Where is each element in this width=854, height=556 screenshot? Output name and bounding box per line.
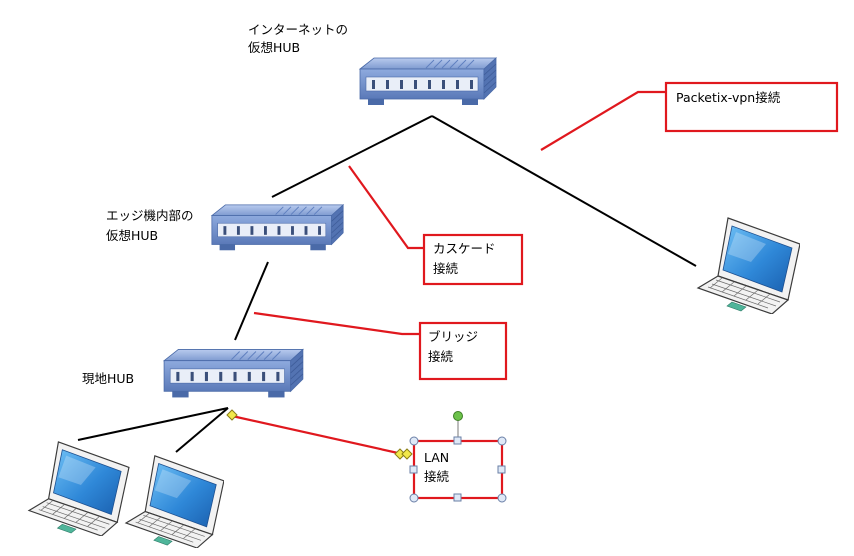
callout-line-lan xyxy=(231,414,399,455)
callout-bridge-line2: 接続 xyxy=(428,349,454,364)
callout-cascade-line2: 接続 xyxy=(433,261,459,276)
callout-box-cascade xyxy=(422,233,524,286)
link-edge-to-local xyxy=(234,261,269,341)
local-hub-icon xyxy=(163,348,304,398)
link-local-to-laptop1 xyxy=(77,407,229,441)
callout-line-packetix xyxy=(540,90,666,151)
callout-box-bridge xyxy=(418,321,508,381)
link-internet-to-edge xyxy=(271,115,433,198)
laptop-icon xyxy=(697,217,800,314)
resize-handle-top-left[interactable] xyxy=(409,436,419,446)
internet-hub-icon xyxy=(359,57,497,106)
edge-hub-label-line2: 仮想HUB xyxy=(106,228,158,243)
callout-cascade-line1: カスケード xyxy=(433,241,496,256)
resize-handle-top[interactable] xyxy=(453,436,462,445)
callout-lan-selected[interactable]: LAN 接続 xyxy=(226,409,507,503)
adjust-handle-connector-b[interactable] xyxy=(401,448,413,460)
edge-hub-label-line1: エッジ機内部の xyxy=(106,208,194,223)
link-internet-to-laptop xyxy=(431,115,697,267)
callout-bridge-line1: ブリッジ xyxy=(428,329,478,344)
resize-handle-bottom[interactable] xyxy=(453,493,462,502)
callout-line-cascade xyxy=(348,165,424,250)
rotation-handle[interactable] xyxy=(453,411,463,421)
callout-line-bridge xyxy=(253,311,420,336)
resize-handle-top-right[interactable] xyxy=(497,436,507,446)
internet-hub-label-line1: インターネットの xyxy=(248,22,348,37)
resize-handle-right[interactable] xyxy=(497,465,506,474)
resize-handle-left[interactable] xyxy=(409,465,418,474)
callout-box-packetix xyxy=(664,81,839,133)
laptop-icon xyxy=(28,441,130,536)
callout-lines xyxy=(231,90,666,455)
callout-lan-line1: LAN xyxy=(424,450,449,465)
network-links xyxy=(77,115,697,453)
internet-hub-label-line2: 仮想HUB xyxy=(248,40,300,55)
local-hub-label: 現地HUB xyxy=(82,371,134,386)
laptop-icon xyxy=(125,455,224,548)
callout-lan-line2: 接続 xyxy=(424,469,450,484)
resize-handle-bottom-right[interactable] xyxy=(497,493,507,503)
resize-handle-bottom-left[interactable] xyxy=(409,493,419,503)
adjust-handle-pointer[interactable] xyxy=(226,409,238,421)
callout-packetix-text: Packetix-vpn接続 xyxy=(676,90,781,105)
edge-hub-icon xyxy=(211,204,344,251)
link-local-to-laptop2 xyxy=(175,407,229,453)
